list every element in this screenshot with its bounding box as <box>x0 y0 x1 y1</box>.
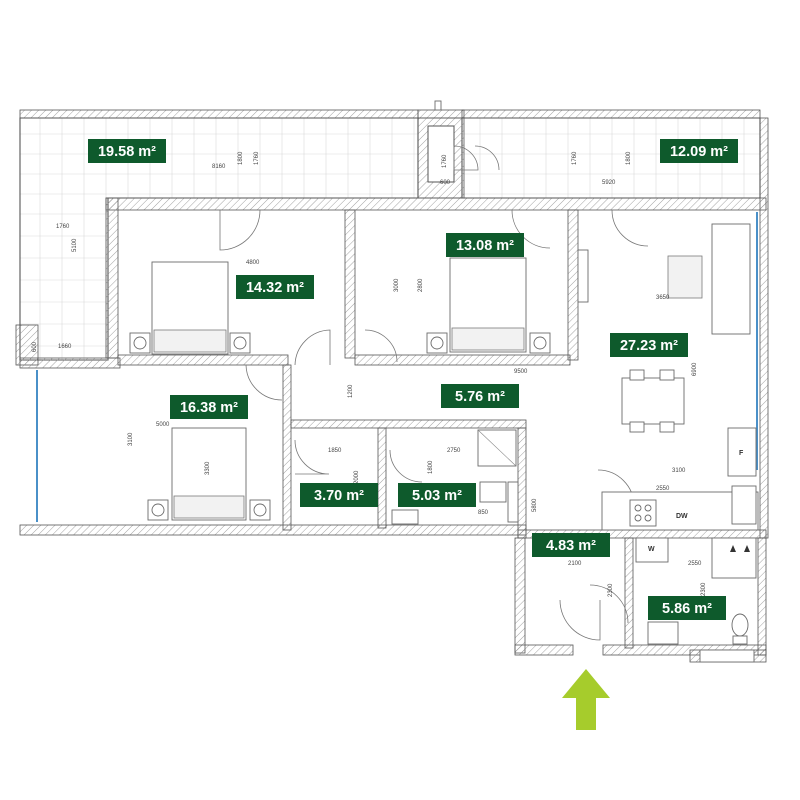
washer-label: W <box>648 546 655 553</box>
room-area-label: 5.03 m² <box>412 488 462 504</box>
dimension-label: 9500 <box>514 369 528 375</box>
dimension-label: 1800 <box>428 460 434 474</box>
walls <box>19 197 767 663</box>
dimension-label: 1760 <box>442 154 448 168</box>
dimension-label: 3300 <box>205 461 211 475</box>
dimension-label: 2550 <box>688 561 702 567</box>
room-area-label: 27.23 m² <box>620 338 678 354</box>
dimension-label: 3100 <box>672 468 686 474</box>
dimension-label: 1760 <box>254 151 260 165</box>
fridge-label: F <box>739 450 744 457</box>
room-area-label: 4.83 m² <box>546 538 596 554</box>
dishwasher-label: DW <box>676 513 688 520</box>
dimension-label: 3650 <box>656 295 670 301</box>
room-area-label: 19.58 m² <box>98 144 156 160</box>
dimension-label: 2750 <box>447 448 461 454</box>
dimension-label: 2000 <box>354 470 360 484</box>
dimension-labels: 8160 1800 1760 1760 5100 600 1660 1760 6… <box>32 151 707 597</box>
dimension-label: 5800 <box>532 498 538 512</box>
room-area-label: 5.86 m² <box>662 601 712 617</box>
room-area-label: 13.08 m² <box>456 238 514 254</box>
dimension-label: 5920 <box>602 180 616 186</box>
dimension-label: 3100 <box>128 432 134 446</box>
dimension-label: 2800 <box>418 278 424 292</box>
room-tag-corridor: 5.76 m² <box>441 384 519 408</box>
dimension-label: 1660 <box>58 344 72 350</box>
dimension-label: 1760 <box>572 151 578 165</box>
room-area-label: 16.38 m² <box>180 400 238 416</box>
dimension-label: 2300 <box>701 582 707 596</box>
room-tag-entrance-hall: 4.83 m² <box>532 533 610 557</box>
doors <box>219 145 649 641</box>
dimension-label: 5000 <box>156 422 170 428</box>
room-tag-bathroom: 5.03 m² <box>398 483 476 507</box>
dimension-label: 2550 <box>656 486 670 492</box>
shaft <box>417 117 479 199</box>
room-tag-wc: 3.70 m² <box>300 483 378 507</box>
room-tag-bedroom-c: 16.38 m² <box>170 395 248 419</box>
dimension-label: 1800 <box>238 151 244 165</box>
dimension-label: 2100 <box>568 561 582 567</box>
room-area-label: 14.32 m² <box>246 280 304 296</box>
terrace-grid <box>20 118 760 360</box>
room-tag-living-kitchen: 27.23 m² <box>610 333 688 357</box>
dimension-label: 8160 <box>212 164 226 170</box>
furniture <box>129 223 759 663</box>
room-area-label: 12.09 m² <box>670 144 728 160</box>
room-tag-bathroom-2: 5.86 m² <box>648 596 726 620</box>
dimension-label: 1200 <box>348 384 354 398</box>
dimension-label: 1800 <box>626 151 632 165</box>
dimension-label: 600 <box>32 341 38 352</box>
dimension-label: 2300 <box>608 583 614 597</box>
dimension-label: 4800 <box>246 260 260 266</box>
dimension-label: 6900 <box>692 362 698 376</box>
dimension-label: 5100 <box>72 238 78 252</box>
dimension-label: 850 <box>478 510 489 516</box>
dimension-label: 600 <box>440 180 451 186</box>
entrance-arrow-icon <box>562 669 610 730</box>
appliance-labels: DW F W <box>648 450 744 553</box>
room-tag-bedroom-b: 13.08 m² <box>446 233 524 257</box>
room-area-label: 3.70 m² <box>314 488 364 504</box>
room-area-tags: 19.58 m² 12.09 m² 14.32 m² 13.08 m² 27.2… <box>88 139 738 620</box>
room-area-label: 5.76 m² <box>455 389 505 405</box>
dimension-label: 1850 <box>328 448 342 454</box>
dimension-label: 3000 <box>394 278 400 292</box>
room-tag-bedroom-a: 14.32 m² <box>236 275 314 299</box>
room-tag-terrace-left: 19.58 m² <box>88 139 166 163</box>
room-tag-terrace-right: 12.09 m² <box>660 139 738 163</box>
dimension-label: 1760 <box>56 224 70 230</box>
